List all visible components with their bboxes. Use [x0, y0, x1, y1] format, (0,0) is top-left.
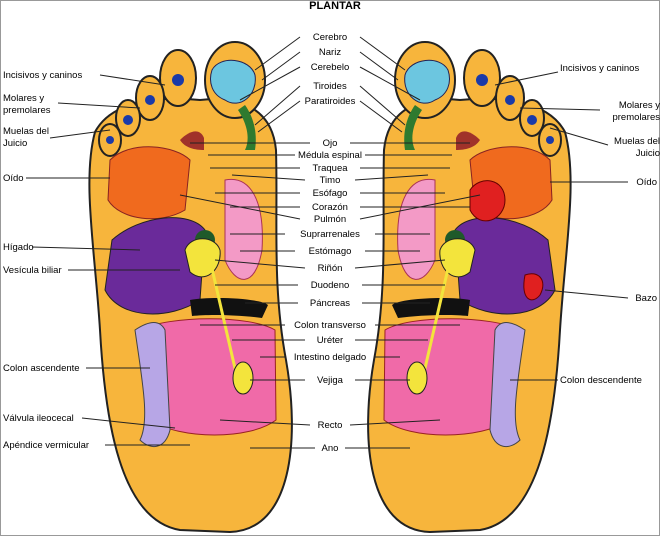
right-label-molares-1: Molares y [619, 100, 660, 111]
left-label-muelas-1: Muelas del [3, 126, 49, 137]
right-labels: Incisivos y caninos Molares y premolares… [494, 63, 660, 386]
center-labels: Cerebro Nariz Cerebelo Tiroides Paratiro… [179, 32, 481, 454]
label-esofago: Esófago [313, 188, 348, 199]
label-corazon: Corazón [312, 202, 348, 213]
left-label-molares-1: Molares y [3, 93, 44, 104]
right-label-muelas-1: Muelas del [614, 136, 660, 147]
right-label-colon-descendente: Colon descendente [560, 375, 642, 386]
label-pancreas: Páncreas [310, 298, 350, 309]
left-label-higado: Hígado [3, 242, 34, 253]
left-foot [87, 40, 294, 534]
left-label-muelas-2: Juicio [3, 138, 27, 149]
heart-shape [469, 180, 506, 222]
label-traquea: Traquea [312, 163, 348, 174]
label-ano: Ano [322, 443, 339, 454]
label-colon-transverso: Colon transverso [294, 320, 366, 331]
left-label-incisivos: Incisivos y caninos [3, 70, 82, 81]
right-label-molares-2: premolares [612, 112, 660, 123]
spleen-shape [523, 273, 544, 301]
left-label-molares-2: premolares [3, 105, 51, 116]
label-intestino-delgado: Intestino delgado [294, 352, 366, 363]
diagram-title: PLANTAR [309, 0, 361, 12]
label-medula-espinal: Médula espinal [298, 150, 362, 161]
right-label-muelas-2: Juicio [636, 148, 660, 159]
label-suprarrenales: Suprarrenales [300, 229, 360, 240]
label-tiroides: Tiroides [313, 81, 347, 92]
left-label-colon-ascendente: Colon ascendente [3, 363, 80, 374]
left-label-apendice: Apéndice vermicular [3, 440, 89, 451]
label-timo: Timo [320, 175, 341, 186]
label-estomago: Estómago [309, 246, 352, 257]
left-label-valvula: Válvula ileocecal [3, 413, 74, 424]
label-ureter: Uréter [317, 335, 343, 346]
left-labels: Incisivos y caninos Molares y premolares… [3, 70, 190, 451]
label-ojo: Ojo [323, 138, 338, 149]
left-label-oido: Oído [3, 173, 24, 184]
label-rinon: Riñón [318, 263, 343, 274]
label-pulmon: Pulmón [314, 214, 346, 225]
label-cerebelo: Cerebelo [311, 62, 350, 73]
label-duodeno: Duodeno [311, 280, 350, 291]
left-label-vesicula: Vesícula biliar [3, 265, 62, 276]
label-cerebro: Cerebro [313, 32, 347, 43]
right-label-oido: Oído [636, 177, 657, 188]
label-vejiga: Vejiga [317, 375, 344, 386]
label-recto: Recto [318, 420, 343, 431]
right-label-incisivos: Incisivos y caninos [560, 63, 639, 74]
label-nariz: Nariz [319, 47, 341, 58]
label-paratiroides: Paratiroides [305, 96, 356, 107]
right-label-bazo: Bazo [635, 293, 657, 304]
